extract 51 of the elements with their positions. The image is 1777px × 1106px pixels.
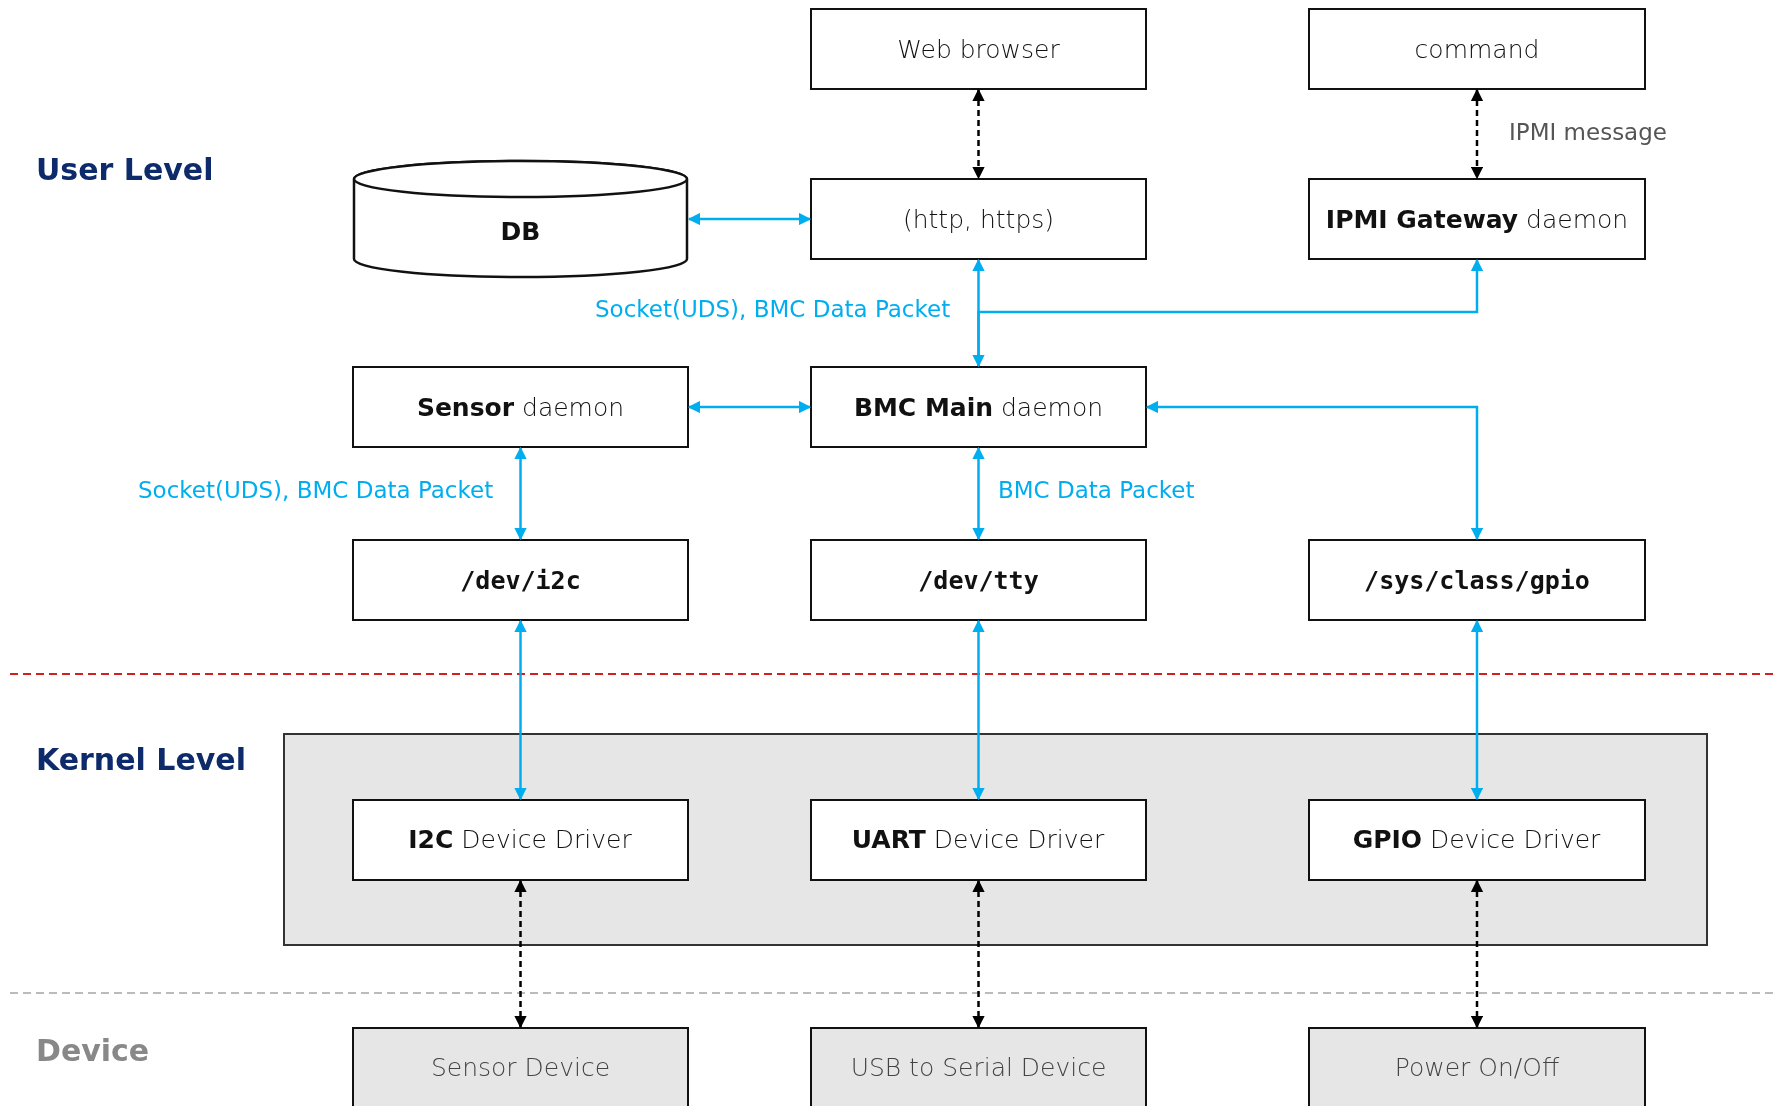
arrow [972,88,985,180]
device-box [810,1027,1147,1106]
arrow [972,619,985,801]
arrow [972,879,985,1029]
edge-label: Socket(UDS), BMC Data Packet [593,296,953,322]
arrow [1470,879,1484,1029]
process-box [810,178,1147,260]
node-label: /dev/tty [918,565,1039,595]
arrow [1470,619,1484,801]
arrow [687,212,812,226]
node-label: DB [500,216,541,246]
node-label: /sys/class/gpio [1364,565,1590,595]
process-box [351,798,689,881]
arrow [972,258,985,368]
process-box [809,798,1147,881]
database-cylinder [352,159,689,279]
process-box [810,8,1147,90]
node-label: /dev/i2c [460,565,581,595]
level-label: Device [36,1033,150,1068]
node-label: command [1414,34,1540,64]
process-box [1308,178,1646,260]
kernel-panel [283,733,1708,946]
process-box [1308,539,1646,621]
node-label: Power On/Off [1394,1053,1560,1082]
node-label: Sensor Device [430,1053,611,1082]
process-box [352,539,689,621]
level-label: Kernel Level [36,742,246,777]
process-box [810,539,1147,621]
arrow [977,258,1484,366]
node-label: BMC Main daemon [853,392,1104,422]
node-label: I2C Device Driver [408,825,632,854]
node-label: IPMI Gateway daemon [1325,204,1629,234]
device-box [1308,1027,1646,1106]
node-label: GPIO Device Driver [1352,825,1601,854]
node-label: Sensor daemon [416,392,625,422]
edge-label: Socket(UDS), BMC Data Packet [136,477,496,503]
process-box [810,366,1147,448]
arrow [514,619,527,801]
node-label: Web browser [897,34,1060,64]
process-box [1308,8,1646,90]
arrow [1470,88,1484,180]
arrow [514,879,527,1029]
process-box [352,366,689,448]
node-label: USB to Serial Device [850,1053,1107,1082]
level-label: User Level [36,152,214,187]
node-label: (http, https) [902,204,1055,234]
device-box [352,1027,689,1106]
arrow [514,446,527,541]
arrow [972,446,985,541]
node-label: UART Device Driver [851,825,1105,854]
process-box [1307,798,1646,881]
